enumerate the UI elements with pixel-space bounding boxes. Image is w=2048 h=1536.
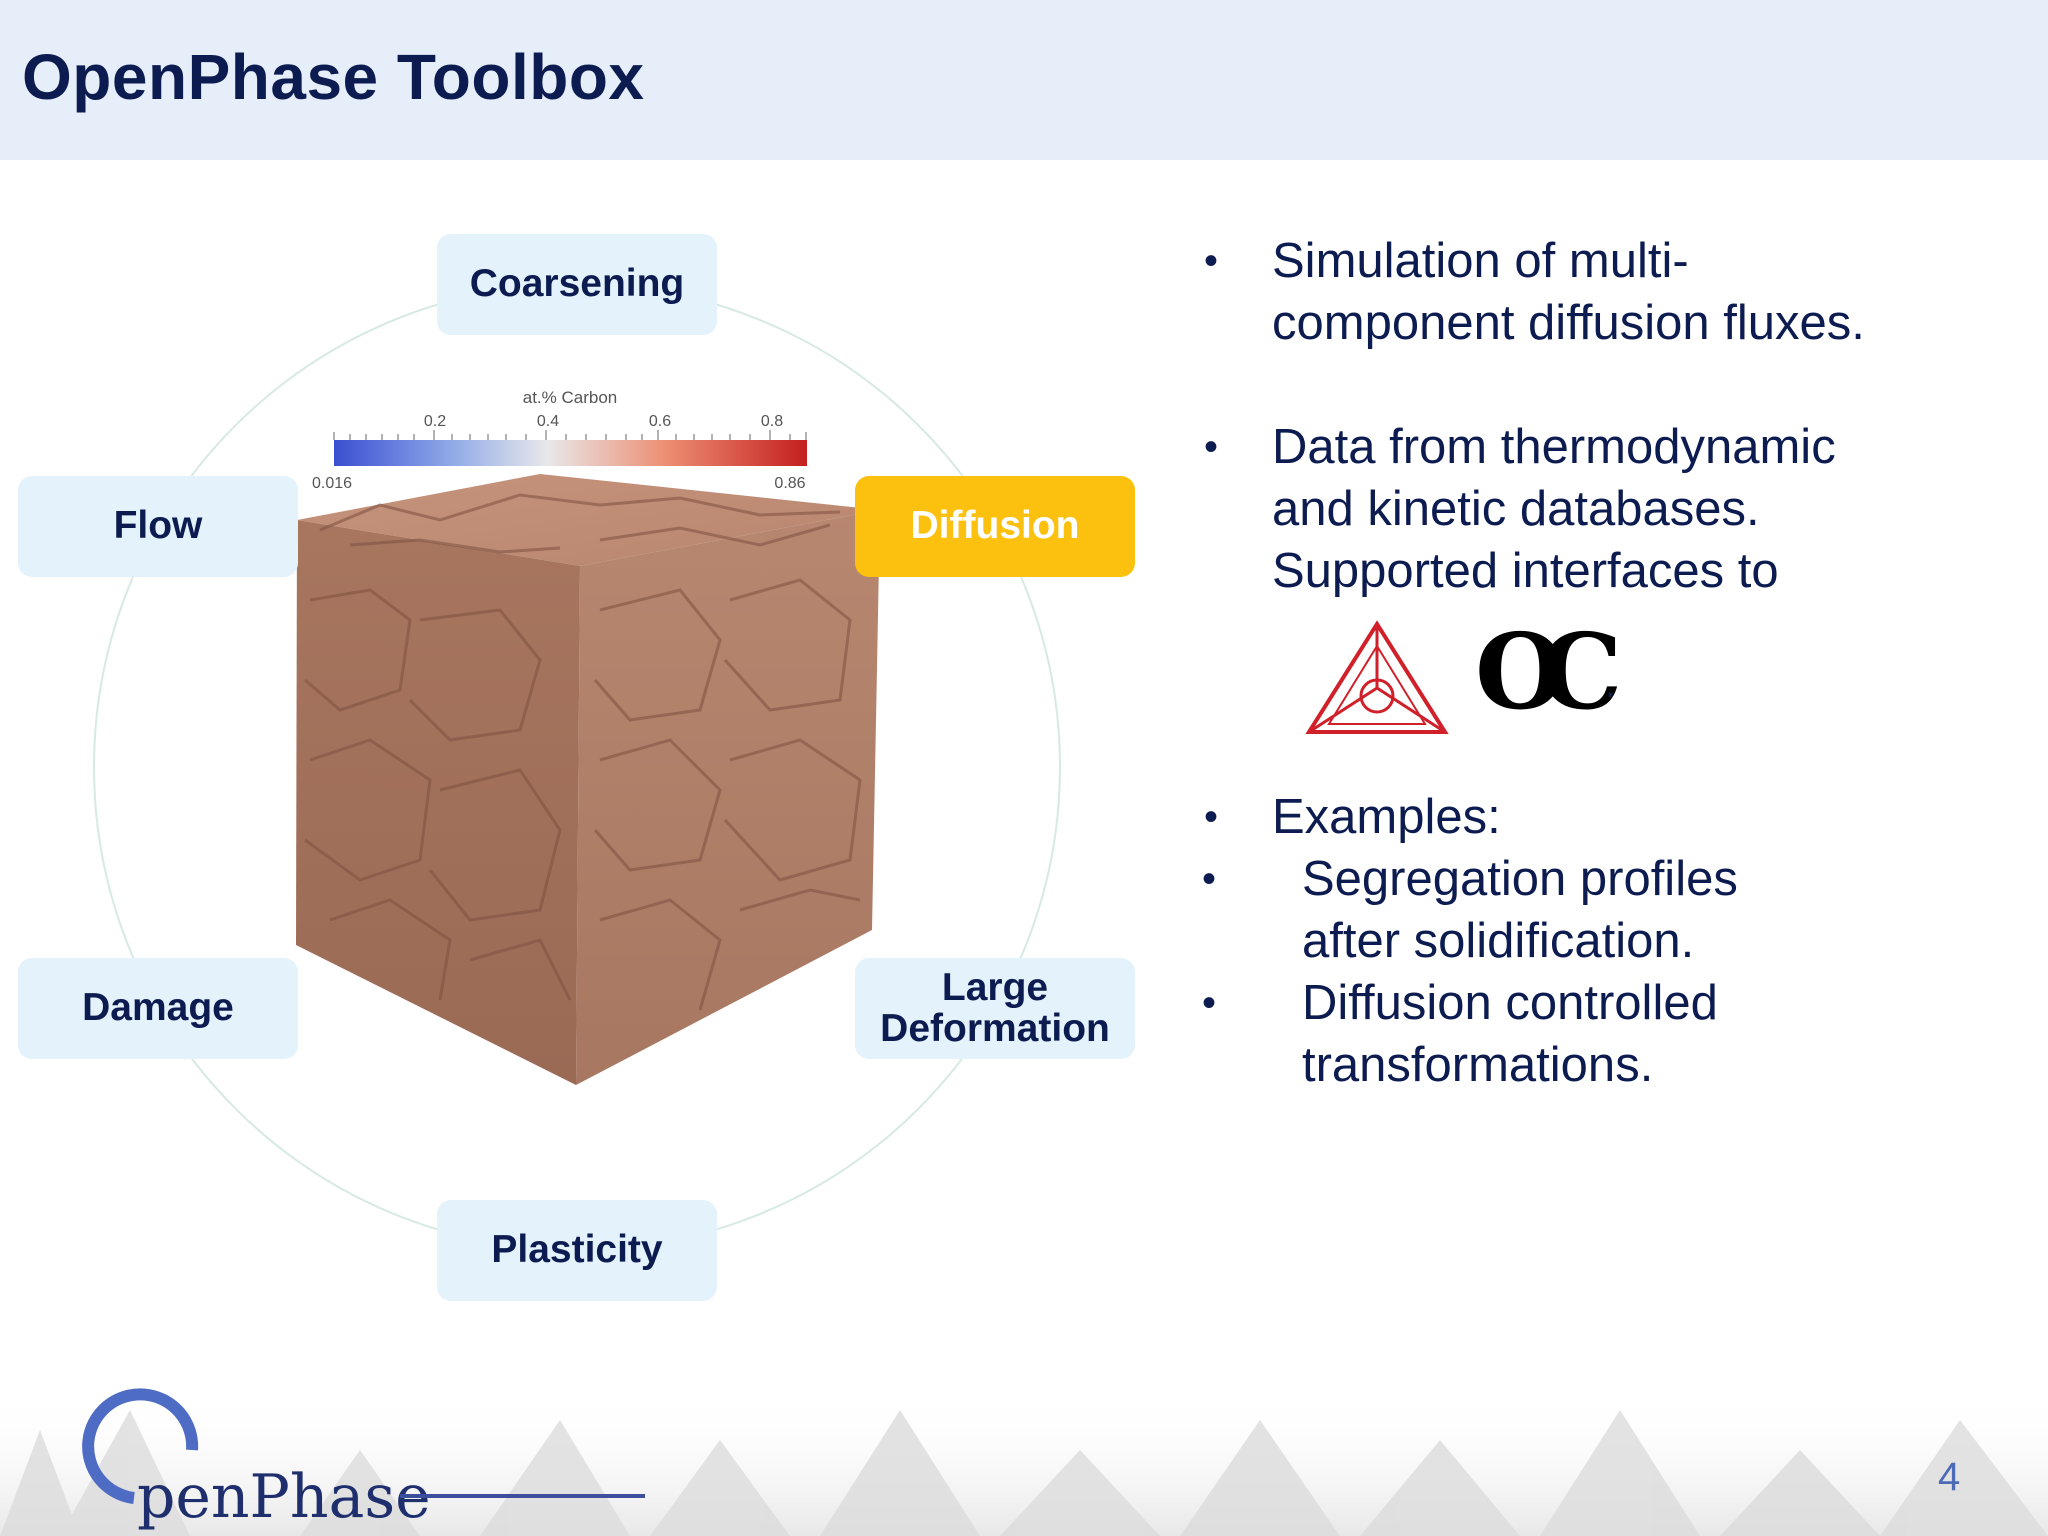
slide-title: OpenPhase Toolbox [22, 41, 645, 113]
page-number: 4 [1938, 1455, 1961, 1499]
sub-bullet-item: Segregation profiles after solidificatio… [1200, 848, 2020, 972]
logo-underline [400, 1494, 645, 1498]
colorbar-tick-label: 0.2 [424, 413, 446, 430]
colorbar [334, 440, 807, 466]
cube-right-face [576, 510, 880, 1085]
colorbar-label: at.% Carbon [523, 388, 618, 407]
opencalphad-logo: OC [1475, 610, 1622, 733]
bullet-item: Examples: [1200, 786, 2020, 848]
module-diffusion[interactable]: Diffusion [855, 476, 1135, 577]
openphase-logo-text: penPhase [137, 1462, 431, 1532]
module-damage[interactable]: Damage [18, 958, 298, 1059]
colorbar-max-label: 0.86 [774, 475, 805, 492]
thermocalc-logo [1305, 620, 1449, 734]
module-coarsening[interactable]: Coarsening [437, 234, 717, 335]
footer-decoration [0, 1390, 2048, 1536]
module-flow[interactable]: Flow [18, 476, 298, 577]
colorbar-ticks [333, 430, 807, 440]
cube-left-face [296, 520, 580, 1085]
module-plasticity[interactable]: Plasticity [437, 1200, 717, 1301]
module-large-deformation[interactable]: Large Deformation [855, 958, 1135, 1059]
bullet-item: Simulation of multi- component diffusion… [1200, 230, 2020, 354]
colorbar-min-label: 0.016 [312, 475, 352, 492]
grain-boundaries [304, 493, 862, 1011]
slide-header [0, 0, 2048, 160]
colorbar-tick-label: 0.6 [649, 413, 671, 430]
openphase-logo-mark [82, 1388, 199, 1504]
colorbar-tick-label: 0.4 [537, 413, 559, 430]
sub-bullet-item: Diffusion controlled transformations. [1200, 972, 2020, 1096]
bullet-list: Simulation of multi- component diffusion… [1200, 230, 2020, 1096]
colorbar-tick-label: 0.8 [761, 413, 783, 430]
bullet-item: Data from thermodynamic and kinetic data… [1200, 416, 2020, 602]
